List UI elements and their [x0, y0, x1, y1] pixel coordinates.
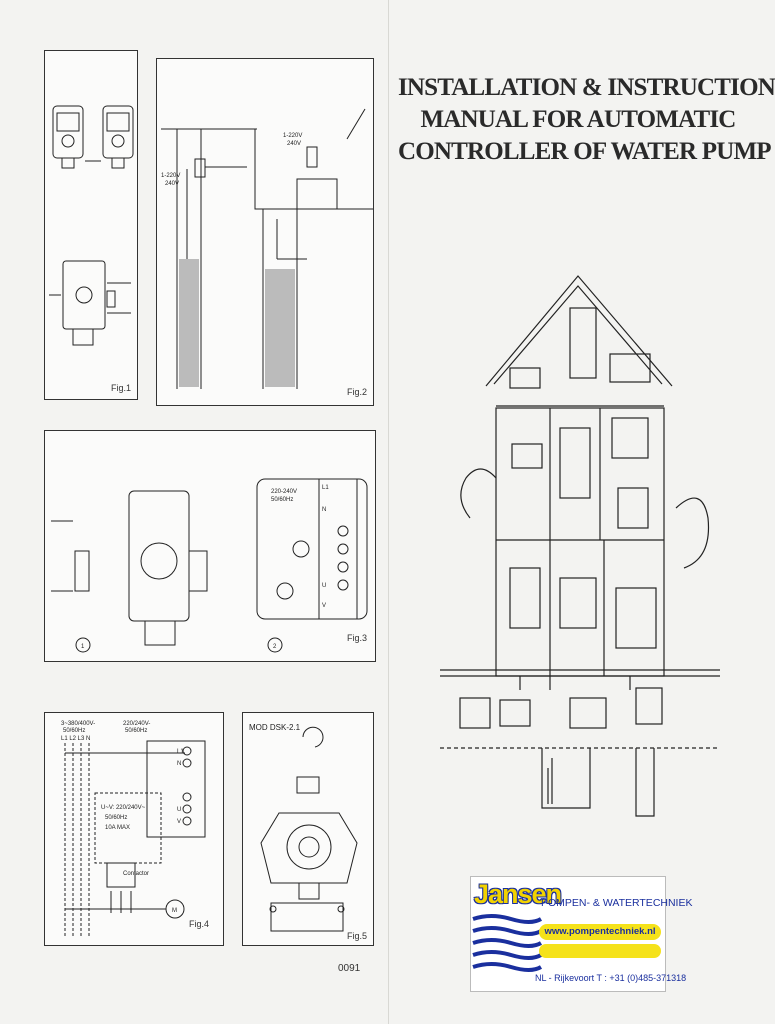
- fig5-model: MOD DSK-2.1: [249, 723, 301, 732]
- fig4-terminal-n: N: [177, 761, 181, 767]
- fig3-label: Fig.3: [346, 633, 367, 643]
- fig3-spec1: 220-240V: [271, 489, 297, 495]
- fig4-phases: L1 L2 L3 N: [61, 736, 90, 742]
- fig3-callout-2: 2: [273, 644, 277, 650]
- fig5-label: Fig.5: [346, 931, 367, 941]
- fig2-voltage-b: 1-220V: [283, 133, 302, 139]
- logo-subtitle: POMPEN- & WATERTECHNIEK: [541, 897, 693, 909]
- fig2-voltage-b2: 240V: [287, 141, 301, 147]
- manual-title: INSTALLATION & INSTRUCTION MANUAL FOR AU…: [398, 72, 775, 168]
- fig4-label: Fig.4: [188, 919, 209, 929]
- document-number: 0091: [338, 963, 361, 974]
- fig3-spec2: 50/60Hz: [271, 497, 293, 503]
- title-line-1: INSTALLATION & INSTRUCTION: [398, 74, 775, 101]
- logo-brand-name: Jansen: [474, 879, 562, 909]
- fig3-callout-1: 1: [81, 644, 85, 650]
- figure-2: 1-220V 240V 1-220V 240V Fig.2: [156, 58, 374, 406]
- fig2-voltage-a: 1-220V: [161, 173, 180, 179]
- fig4-contactor-label: Contactor: [123, 871, 149, 877]
- figure-3: 1 2 220-240V 50/60Hz L1 N U V Fig.3: [44, 430, 376, 662]
- logo-waves-icon: [472, 914, 543, 972]
- fig1-pump-illustration: [49, 105, 134, 346]
- title-line-3: CONTROLLER OF WATER PUMP: [398, 138, 772, 165]
- fig4-supply2b: 50/60Hz: [125, 728, 147, 734]
- logo-decorative-bar: [539, 944, 661, 958]
- house-cutaway-illustration: [440, 275, 720, 817]
- figure-1: Fig.1: [44, 50, 138, 400]
- fig4-spec-line3: 10A MAX: [105, 825, 130, 831]
- fig2-installation-illustration: 1-220V 240V 1-220V 240V: [161, 108, 373, 389]
- page-fold: [388, 0, 389, 1024]
- fig4-terminal-l1: L1: [177, 749, 184, 755]
- figure-5: MOD DSK-2.1 Fig.5: [242, 712, 374, 946]
- fig4-spec-line2: 50/60Hz: [105, 815, 127, 821]
- fig3-terminal-l1: L1: [322, 485, 329, 491]
- fig4-supply2: 220/240V-: [123, 721, 150, 727]
- fig3-wiring-illustration: 1 2 220-240V 50/60Hz L1 N U V: [51, 478, 368, 653]
- fig5-controller-illustration: MOD DSK-2.1: [249, 723, 358, 932]
- fig4-motor-label: M: [172, 908, 177, 914]
- fig4-terminal-v: V: [177, 819, 181, 825]
- figure-4: 3~380/400V- 50/60Hz L1 L2 L3 N 220/240V-…: [44, 712, 224, 946]
- fig4-supply1b: 50/60Hz: [63, 728, 85, 734]
- logo-address: NL - Rijkevoort T : +31 (0)485-371318: [535, 973, 687, 983]
- fig3-terminal-u: U: [322, 583, 326, 589]
- fig4-spec-line1: U~V: 220/240V~: [101, 805, 146, 811]
- fig2-label: Fig.2: [346, 387, 367, 397]
- fig4-supply1: 3~380/400V-: [61, 721, 95, 727]
- fig4-terminal-u: U: [177, 807, 181, 813]
- logo-website: www.pompentechniek.nl: [539, 924, 661, 940]
- fig4-wiring-illustration: 3~380/400V- 50/60Hz L1 L2 L3 N 220/240V-…: [61, 721, 206, 937]
- fig3-terminal-v: V: [322, 603, 326, 609]
- company-logo: Jansen POMPEN- & WATERTECHNIEK www.pompe…: [470, 876, 693, 992]
- fig2-voltage-a2: 240V: [165, 181, 179, 187]
- fig3-terminal-n: N: [322, 507, 326, 513]
- fig1-label: Fig.1: [110, 383, 131, 393]
- title-line-2: MANUAL FOR AUTOMATIC: [420, 106, 736, 133]
